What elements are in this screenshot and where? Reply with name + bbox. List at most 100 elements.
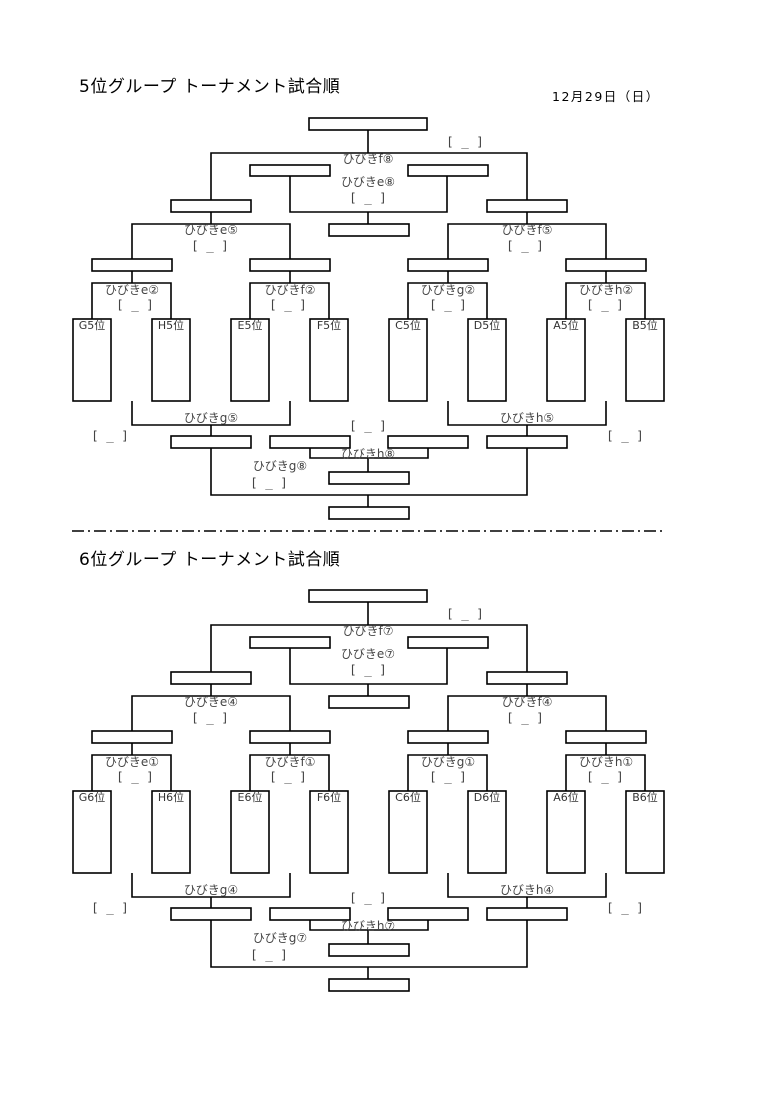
team-label: A5位: [553, 318, 579, 332]
court-placeholder: [ _ ]: [506, 710, 544, 725]
cons-third-winner-slot: [328, 471, 410, 485]
third-entry-slot: [407, 636, 489, 649]
cons-winner-slot: [486, 907, 568, 921]
court-placeholder: [ _ ]: [586, 769, 624, 784]
match-label: ひびきe②: [105, 283, 159, 297]
team-label: G5位: [79, 318, 106, 332]
team-slot: [388, 790, 428, 874]
qf-winner-slot: [565, 730, 647, 744]
team-label: F5位: [317, 318, 341, 332]
cons-final-line: [210, 448, 528, 496]
cons-third-entry-slot: [269, 435, 351, 449]
court-placeholder: [ _ ]: [269, 297, 307, 312]
sf-winner-slot: [170, 671, 252, 685]
third-entry-slot: [407, 164, 489, 177]
match-label: ひびきg⑧: [253, 459, 307, 473]
champion-slot: [308, 117, 428, 131]
team-label: E5位: [238, 318, 263, 332]
court-placeholder: [ _ ]: [250, 947, 288, 962]
team-label: E6位: [238, 790, 263, 804]
court-placeholder: [ _ ]: [269, 769, 307, 784]
court-placeholder: [ _ ]: [191, 238, 229, 253]
sf-winner-slot: [170, 199, 252, 213]
match-label: ひびきg⑦: [253, 931, 307, 945]
court-placeholder: [ _ ]: [429, 769, 467, 784]
team-slot: [72, 790, 112, 874]
team-label: B6位: [632, 790, 658, 804]
match-label: ひびきe⑦: [341, 647, 395, 661]
match-label: ひびきf⑧: [343, 152, 394, 166]
cons-third-winner-slot: [328, 943, 410, 957]
court-placeholder: [ _ ]: [586, 297, 624, 312]
sf-winner-slot: [486, 671, 568, 685]
team-label: G6位: [79, 790, 106, 804]
cons-champion-slot: [328, 978, 410, 992]
match-label: ひびきf①: [265, 755, 316, 769]
court-placeholder: [ _ ]: [606, 428, 644, 443]
cons-winner-slot: [170, 907, 252, 921]
qf-winner-slot: [407, 730, 489, 744]
team-label: D6位: [474, 790, 500, 804]
cons-third-line: [309, 920, 429, 931]
date-label: 12月29日（日）: [552, 89, 660, 104]
court-placeholder: [ _ ]: [91, 428, 129, 443]
group5-title: 5位グループ トーナメント試合順: [79, 77, 341, 97]
court-placeholder: [ _ ]: [116, 769, 154, 784]
match-label: ひびきf④: [502, 695, 553, 709]
qf-winner-slot: [249, 730, 331, 744]
cons-champion-slot: [328, 506, 410, 520]
third-winner-slot: [328, 695, 410, 709]
match-label: ひびきe①: [105, 755, 159, 769]
team-label: C5位: [395, 318, 421, 332]
team-label: H6位: [158, 790, 184, 804]
qf-winner-slot: [407, 258, 489, 272]
sf-winner-slot: [486, 199, 568, 213]
court-placeholder: [ _ ]: [191, 710, 229, 725]
third-entry-slot: [249, 636, 331, 649]
cons-third-entry-slot: [387, 907, 469, 921]
team-label: A6位: [553, 790, 579, 804]
court-placeholder: [ _ ]: [349, 890, 387, 905]
third-winner-slot: [328, 223, 410, 237]
team-label: D5位: [474, 318, 500, 332]
court-placeholder: [ _ ]: [429, 297, 467, 312]
match-label: ひびきh⑤: [500, 411, 554, 425]
qf-winner-slot: [91, 730, 173, 744]
team-slot: [467, 790, 507, 874]
court-placeholder: [ _ ]: [91, 900, 129, 915]
court-placeholder: [ _ ]: [349, 190, 387, 205]
court-placeholder: [ _ ]: [446, 134, 484, 149]
group6-title: 6位グループ トーナメント試合順: [79, 550, 341, 570]
team-slot: [230, 790, 270, 874]
match-label: ひびきg②: [421, 283, 475, 297]
team-slot: [151, 318, 191, 402]
match-label: ひびきg⑤: [184, 411, 238, 425]
team-slot: [309, 790, 349, 874]
cons-third-entry-slot: [269, 907, 351, 921]
match-label: ひびきf⑦: [343, 624, 394, 638]
court-placeholder: [ _ ]: [349, 662, 387, 677]
team-slot: [625, 318, 665, 402]
match-label: ひびきe④: [184, 695, 238, 709]
match-label: ひびきg①: [421, 755, 475, 769]
champion-slot: [308, 589, 428, 603]
match-label: ひびきh①: [579, 755, 633, 769]
cons-winner-slot: [170, 435, 252, 449]
third-entry-slot: [249, 164, 331, 177]
final-bracket-line: [210, 152, 528, 200]
cons-third-line: [309, 448, 429, 459]
court-placeholder: [ _ ]: [506, 238, 544, 253]
court-placeholder: [ _ ]: [250, 475, 288, 490]
team-slot: [72, 318, 112, 402]
qf-winner-slot: [91, 258, 173, 272]
court-placeholder: [ _ ]: [446, 606, 484, 621]
match-label: ひびきh④: [500, 883, 554, 897]
cons-final-line: [210, 920, 528, 968]
court-placeholder: [ _ ]: [116, 297, 154, 312]
cons-third-entry-slot: [387, 435, 469, 449]
cons-winner-slot: [486, 435, 568, 449]
match-label: ひびきh⑦: [341, 919, 395, 933]
team-label: H5位: [158, 318, 184, 332]
court-placeholder: [ _ ]: [349, 418, 387, 433]
team-label: B5位: [632, 318, 658, 332]
